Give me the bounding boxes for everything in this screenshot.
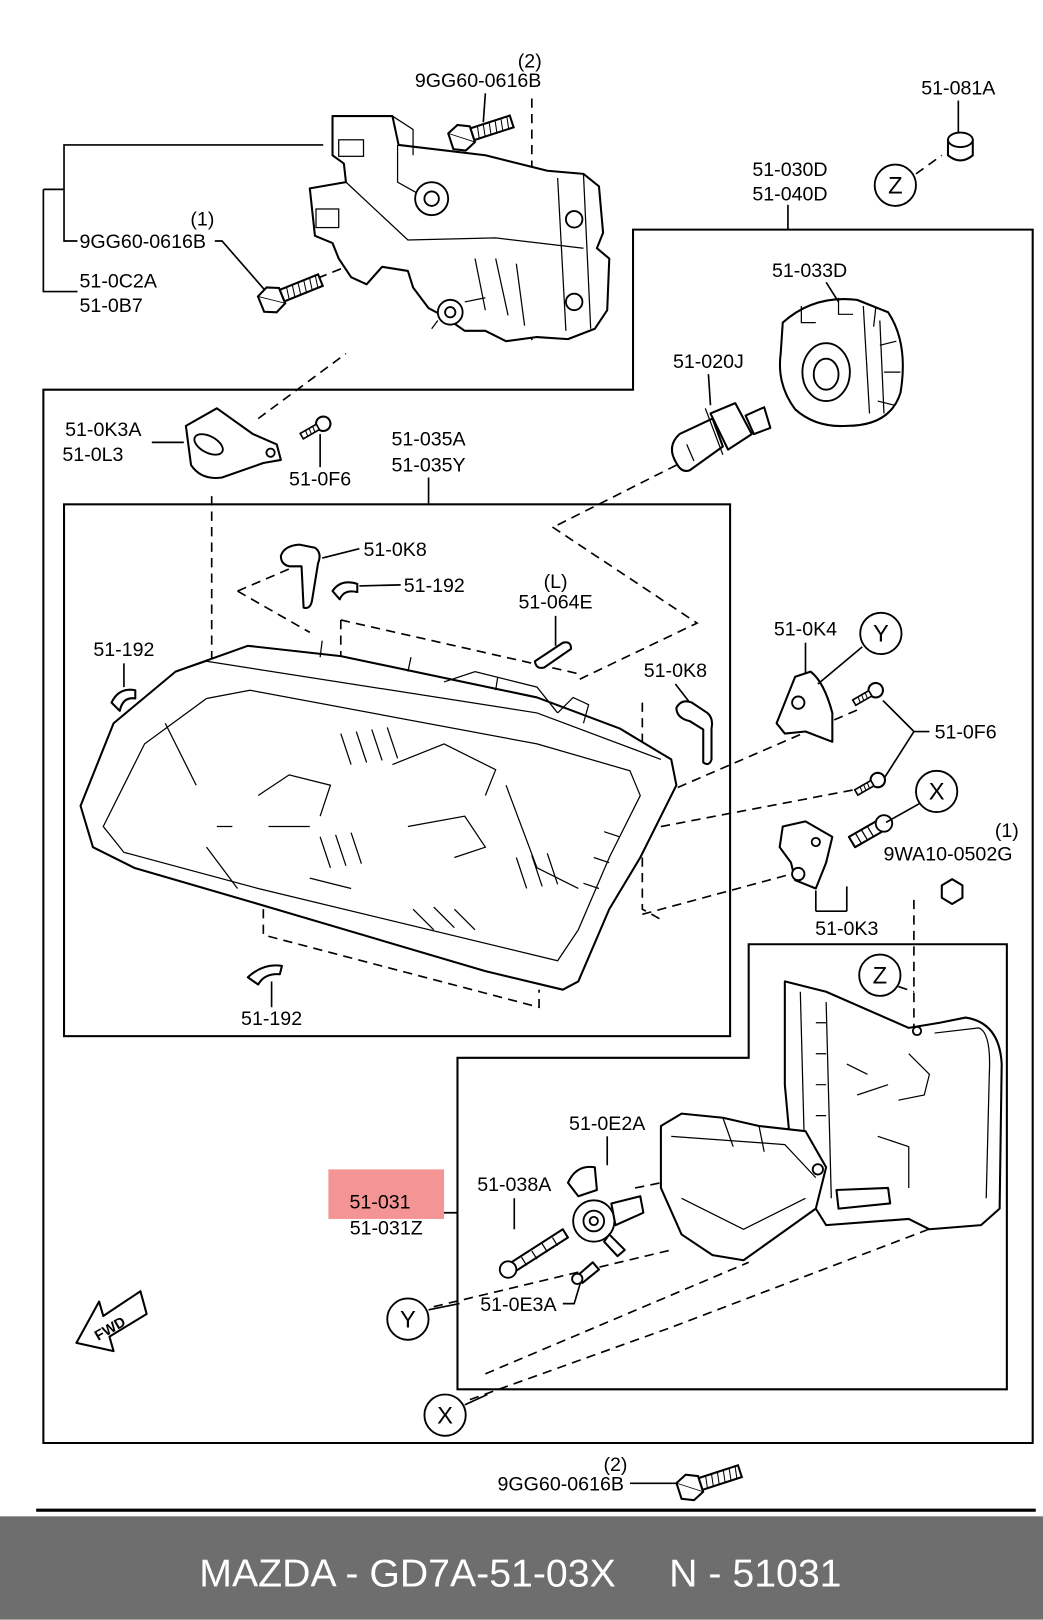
left-bolt <box>254 266 327 318</box>
footer-diagram-number: N - 51031 <box>669 1552 841 1596</box>
bracket-k4 <box>775 670 834 743</box>
adjust-bolt <box>571 1261 600 1285</box>
reference-z-lower: Z <box>858 953 902 997</box>
callout-clip-192-top: 51-192 <box>404 575 465 597</box>
callout-bottom-bolt: 9GG60-0616B <box>498 1474 624 1496</box>
clip-192-top <box>331 581 359 601</box>
clip-k8-right <box>675 700 714 766</box>
callout-bracket-k4: 51-0K4 <box>774 618 837 640</box>
stud-bolt <box>847 814 894 849</box>
fwd-arrow-icon: FWD <box>75 1290 148 1353</box>
clip-192-left <box>110 688 137 712</box>
callout-socket-cover: 51-033D <box>772 260 847 282</box>
reference-z-top-letter: Z <box>888 172 903 199</box>
callout-clip-192-left: 51-192 <box>93 639 154 661</box>
callout-top-bolt-qty: (2) <box>518 51 542 73</box>
callout-clip-192-bottom: 51-192 <box>241 1008 302 1030</box>
callout-adjust-screw: 51-038A <box>477 1174 552 1196</box>
callout-nut-qty: (1) <box>995 820 1019 842</box>
reference-y-right: Y <box>859 611 903 655</box>
callout-bottom-bolt-qty: (2) <box>603 1454 627 1476</box>
reference-y-right-letter: Y <box>873 621 889 648</box>
callout-bracket-b: 51-040D <box>752 184 827 206</box>
adjust-screw <box>498 1228 570 1279</box>
callout-mount-a: 51-0C2A <box>80 270 158 292</box>
bulb <box>670 402 772 472</box>
top-bolt <box>445 107 517 156</box>
right-screw-upper <box>849 679 887 710</box>
callout-pin-qty: (L) <box>544 571 568 593</box>
pad-part <box>184 407 282 479</box>
top-screw <box>297 412 335 444</box>
highlight-box <box>328 1169 445 1219</box>
adjuster <box>566 1165 645 1258</box>
lower-housing <box>659 980 1003 1262</box>
clip-k8-top <box>279 543 321 610</box>
mounting-bracket <box>308 115 611 343</box>
callout-pad-a: 51-0K3A <box>65 419 142 441</box>
callout-bracket-a: 51-030D <box>752 159 827 181</box>
right-screw-lower <box>851 769 889 800</box>
callout-adjuster: 51-0E2A <box>569 1113 646 1135</box>
clip-192-bottom <box>246 964 283 986</box>
callout-nut: 9WA10-0502G <box>884 844 1013 866</box>
callout-bulb: 51-020J <box>673 351 744 373</box>
callout-unit-a: 51-031 <box>349 1192 410 1214</box>
bottom-bolt <box>673 1457 746 1505</box>
callout-headlamp-b: 51-035Y <box>391 454 465 476</box>
bracket-k3 <box>778 820 834 890</box>
callout-mount-b: 51-0B7 <box>80 295 143 317</box>
callout-cap: 51-081A <box>921 77 996 99</box>
callout-clip-k8-top: 51-0K8 <box>364 539 427 561</box>
callout-clip-k8-right: 51-0K8 <box>644 660 707 682</box>
footer-part-number: MAZDA - GD7A-51-03X <box>199 1552 615 1596</box>
pin-part <box>533 641 573 669</box>
reference-x-right: X <box>915 769 959 813</box>
callout-left-bolt: 9GG60-0616B <box>80 231 206 253</box>
leader-lines <box>42 93 960 1485</box>
callout-left-bolt-qty: (1) <box>190 209 214 231</box>
reference-x-lower-letter: X <box>437 1402 453 1429</box>
reference-z-top: Z <box>873 163 917 207</box>
reference-z-lower-letter: Z <box>873 962 888 989</box>
assembly-frame <box>42 228 1034 1445</box>
callout-screw-top: 51-0F6 <box>289 469 351 491</box>
callout-bracket-k3: 51-0K3 <box>815 918 878 940</box>
headlamp-frame <box>62 503 732 1038</box>
callout-pad-b: 51-0L3 <box>62 444 123 466</box>
footer-bar <box>0 1516 1043 1620</box>
callout-headlamp-a: 51-035A <box>391 428 466 450</box>
housing-frame <box>456 943 1008 1391</box>
reference-y-lower: Y <box>386 1297 430 1341</box>
reference-x-right-letter: X <box>929 779 945 806</box>
callout-top-bolt: 9GG60-0616B <box>415 70 541 92</box>
callout-screw-right: 51-0F6 <box>935 722 997 744</box>
reference-x-lower: X <box>423 1393 467 1437</box>
callout-pin: 51-064E <box>519 592 593 614</box>
callout-adjust-bolt: 51-0E3A <box>480 1294 557 1316</box>
cap-part <box>946 131 974 162</box>
reference-y-lower-letter: Y <box>400 1306 416 1333</box>
callout-unit-b: 51-031Z <box>350 1217 423 1239</box>
headlamp-unit <box>79 640 678 991</box>
nut <box>940 878 964 906</box>
socket-cover <box>778 297 904 428</box>
